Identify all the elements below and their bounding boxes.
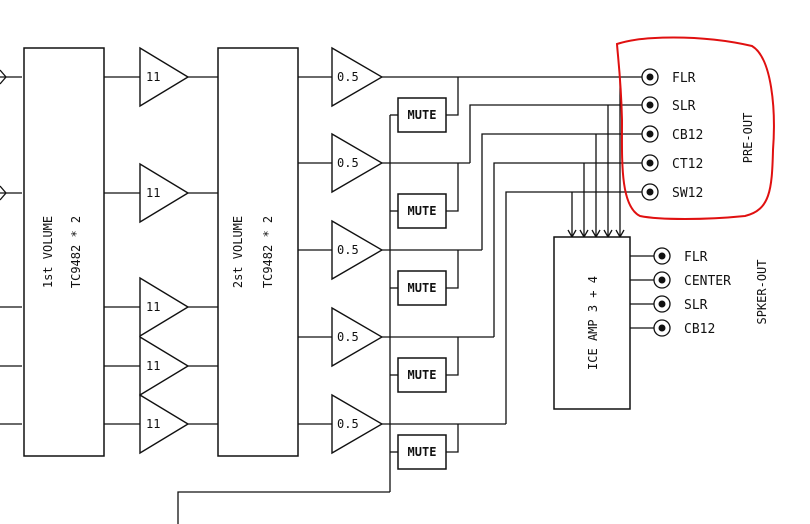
jack-connector-icon [653, 295, 671, 313]
spker-out-jack-label: CB12 [684, 322, 715, 337]
links-amp11-to-vol2 [188, 76, 218, 425]
pre-out-jack-label: FLR [672, 71, 696, 86]
svg-text:0.5: 0.5 [337, 330, 359, 344]
spker-out-title: SPKER-OUT [755, 259, 769, 324]
jack-connector-icon [641, 68, 659, 86]
amp-gain-11: 11 [139, 335, 190, 397]
jack-connector-icon [641, 154, 659, 172]
mute-control-bus [177, 114, 398, 524]
links-vol1-to-amp11 [104, 76, 140, 425]
amp-gain-11: 11 [139, 46, 190, 108]
svg-text:0.5: 0.5 [337, 243, 359, 257]
mute-block: MUTE [397, 357, 447, 393]
mute-block: MUTE [397, 434, 447, 470]
jack-connector-icon [653, 271, 671, 289]
pre-out-section: FLR SLR CB12 CT12 SW12 PRE-OUT [641, 68, 755, 201]
amp-gain-11: 11 [139, 276, 190, 338]
spker-out-jack-label: CENTER [684, 274, 731, 289]
jack-connector-icon [641, 96, 659, 114]
mute-block: MUTE [397, 193, 447, 229]
svg-text:MUTE: MUTE [408, 204, 437, 218]
signal-routing [382, 76, 642, 425]
mute-block: MUTE [397, 270, 447, 306]
amp05-group: 0.5 0.5 0.5 0.5 0.5 [331, 46, 384, 455]
amp-gain-0.5: 0.5 [331, 219, 384, 281]
amp-gain-0.5: 0.5 [331, 46, 384, 108]
volume-block-2: 2st VOLUME TC9482 * 2 [217, 47, 299, 457]
jack-connector-icon [653, 319, 671, 337]
volume-block-1-chip: TC9482 * 2 [69, 216, 83, 288]
mute-block: MUTE [397, 97, 447, 133]
ice-amp-block: ICE AMP 3 + 4 [553, 236, 654, 410]
highlight-outline [615, 36, 775, 220]
svg-text:MUTE: MUTE [408, 108, 437, 122]
amp-gain-11: 11 [139, 162, 190, 224]
jack-connector-icon [641, 125, 659, 143]
pre-out-jack-label: SW12 [672, 186, 703, 201]
spker-out-jack-label: FLR [684, 250, 708, 265]
jack-connector-icon [641, 183, 659, 201]
volume-block-1: 1st VOLUME TC9482 * 2 [23, 47, 105, 457]
amp-gain-0.5: 0.5 [331, 393, 384, 455]
spker-out-section: FLR CENTER SLR CB12 SPKER-OUT [653, 247, 769, 337]
amp-gain-11: 11 [139, 393, 190, 455]
svg-text:MUTE: MUTE [408, 368, 437, 382]
volume-block-2-title: 2st VOLUME [231, 216, 245, 288]
svg-text:11: 11 [146, 417, 160, 431]
svg-text:MUTE: MUTE [408, 445, 437, 459]
svg-text:0.5: 0.5 [337, 156, 359, 170]
amp11-group: 11 11 11 11 11 [139, 46, 190, 455]
amp-gain-0.5: 0.5 [331, 132, 384, 194]
svg-text:0.5: 0.5 [337, 70, 359, 84]
mute-output-links [446, 77, 459, 453]
svg-text:11: 11 [146, 300, 160, 314]
svg-text:MUTE: MUTE [408, 281, 437, 295]
jack-connector-icon [653, 247, 671, 265]
input-lines [0, 69, 22, 425]
svg-text:11: 11 [146, 186, 160, 200]
volume-block-2-chip: TC9482 * 2 [261, 216, 275, 288]
links-vol2-to-amp05 [298, 76, 332, 425]
pre-out-jack-label: CT12 [672, 157, 703, 172]
svg-text:11: 11 [146, 359, 160, 373]
mute-group: MUTE MUTE MUTE MUTE MUTE [397, 97, 447, 470]
svg-text:0.5: 0.5 [337, 417, 359, 431]
spker-out-jack-label: SLR [684, 298, 708, 313]
pre-out-jack-label: CB12 [672, 128, 703, 143]
volume-block-1-title: 1st VOLUME [41, 216, 55, 288]
amp-gain-0.5: 0.5 [331, 306, 384, 368]
pre-out-jack-label: SLR [672, 99, 696, 114]
pre-out-title: PRE-OUT [741, 113, 755, 164]
svg-text:11: 11 [146, 70, 160, 84]
ice-amp-label: ICE AMP 3 + 4 [586, 276, 600, 370]
